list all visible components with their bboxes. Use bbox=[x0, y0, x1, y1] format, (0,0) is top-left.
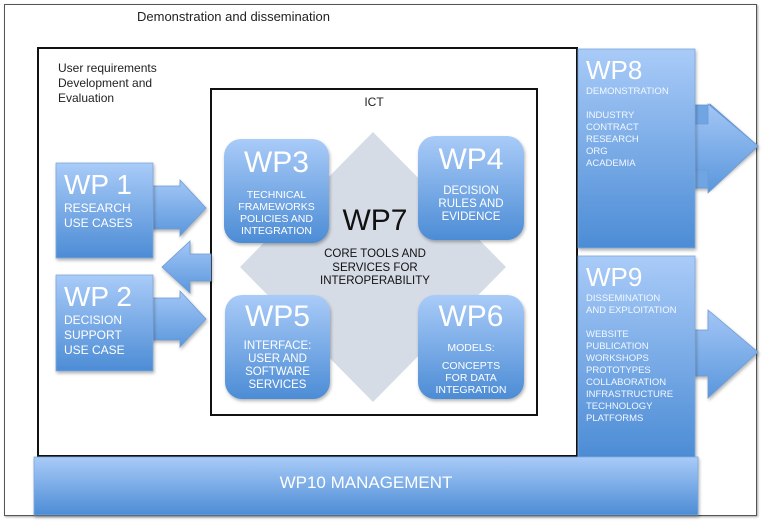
wp9-line: AND EXPLOITATION bbox=[586, 305, 677, 316]
wp3-line: TECHNICAL bbox=[246, 189, 307, 201]
wp5-box bbox=[225, 295, 330, 399]
wp9-box bbox=[577, 255, 696, 458]
wp3-line: FRAMEWORKS bbox=[238, 201, 315, 213]
wp9-description: DISSEMINATION AND EXPLOITATION WEBSITE P… bbox=[586, 293, 694, 425]
wp9-line: INFRASTRUCTURE bbox=[586, 389, 674, 400]
wp4-box bbox=[418, 136, 524, 240]
wp4-line: EVIDENCE bbox=[441, 211, 501, 223]
wp6-description: MODELS: CONCEPTS FOR DATA INTEGRATION bbox=[418, 342, 524, 396]
wp8-line: ACADEMIA bbox=[586, 158, 636, 169]
feedback-arrow-left bbox=[161, 240, 212, 294]
wp8-line: ORG bbox=[586, 146, 608, 157]
wp8-description: DEMONSTRATION INDUSTRY CONTRACT RESEARCH… bbox=[586, 86, 694, 170]
wp9-spacer bbox=[586, 317, 694, 329]
wp3-box bbox=[224, 139, 329, 243]
outer-frame-label: Demonstration and dissemination bbox=[137, 9, 330, 24]
wp8-spacer bbox=[586, 98, 694, 110]
wp8-line: RESEARCH bbox=[586, 134, 639, 145]
wp7-description: CORE TOOLS AND SERVICES FOR INTEROPERABI… bbox=[300, 248, 450, 289]
wp4-title: WP4 bbox=[438, 143, 504, 176]
wp5-description: INTERFACE: USER AND SOFTWARE SERVICES bbox=[225, 340, 330, 392]
wp5: WP5 INTERFACE: USER AND SOFTWARE SERVICE… bbox=[225, 301, 330, 392]
wp2-line: USE CASE bbox=[64, 343, 125, 357]
wp6-line: MODELS: bbox=[447, 342, 495, 354]
wp1-line: USE CASES bbox=[64, 216, 133, 230]
wp6-line: CONCEPTS bbox=[441, 360, 501, 372]
wp6-line: INTEGRATION bbox=[435, 384, 507, 396]
wp7-line: SERVICES FOR bbox=[332, 261, 418, 274]
wp9-title: WP9 bbox=[586, 262, 643, 292]
wp1-box bbox=[55, 162, 154, 259]
wp4-line: RULES AND bbox=[438, 198, 504, 210]
wp1-description: RESEARCH USE CASES bbox=[64, 201, 154, 231]
wp9: WP9 DISSEMINATION AND EXPLOITATION WEBSI… bbox=[586, 263, 694, 425]
wp2-title: WP 2 bbox=[64, 281, 132, 312]
wp9-line: PUBLICATION bbox=[586, 341, 649, 352]
wp9-line: COLLABORATION bbox=[586, 377, 667, 388]
wp2-box bbox=[55, 274, 154, 372]
middle-label-line: User requirements bbox=[58, 61, 157, 75]
wp6-title: WP6 bbox=[438, 300, 504, 333]
wp4: WP4 DECISION RULES AND EVIDENCE bbox=[418, 144, 524, 224]
wp10-title: WP10 MANAGEMENT bbox=[279, 473, 453, 492]
wp5-title: WP5 bbox=[244, 300, 310, 333]
wp3: WP3 TECHNICAL FRAMEWORKS POLICIES AND IN… bbox=[224, 146, 329, 238]
wp3-description: TECHNICAL FRAMEWORKS POLICIES AND INTEGR… bbox=[224, 189, 329, 237]
wp5-line: INTERFACE: bbox=[243, 340, 312, 352]
wp1-arrow bbox=[149, 178, 207, 238]
middle-frame-label: User requirements Development and Evalua… bbox=[58, 61, 157, 106]
wp7-title: WP7 bbox=[342, 204, 408, 237]
wp8: WP8 DEMONSTRATION INDUSTRY CONTRACT RESE… bbox=[586, 56, 694, 170]
wp9-arrow-head bbox=[689, 309, 759, 399]
wp6-box bbox=[418, 295, 524, 399]
wp8-line: DEMONSTRATION bbox=[586, 86, 669, 97]
wp4-description: DECISION RULES AND EVIDENCE bbox=[418, 185, 524, 224]
middle-label-line: Evaluation bbox=[58, 91, 115, 105]
wp4-line: DECISION bbox=[443, 185, 499, 197]
wp7-line: CORE TOOLS AND bbox=[324, 248, 426, 260]
wp9-line: WEBSITE bbox=[586, 329, 629, 340]
wp8-line: CONTRACT bbox=[586, 122, 639, 133]
wp2-description: DECISION SUPPORT USE CASE bbox=[64, 313, 154, 358]
wp8-title: WP8 bbox=[586, 55, 643, 85]
wp9-line: TECHNOLOGY bbox=[586, 401, 653, 412]
wp5-line: SOFTWARE bbox=[245, 366, 310, 378]
wp5-line: USER AND bbox=[248, 353, 307, 365]
wp1: WP 1 RESEARCH USE CASES bbox=[64, 170, 154, 231]
wp2-line: DECISION bbox=[64, 313, 123, 327]
middle-label-line: Development and bbox=[58, 76, 153, 90]
wp8-line: INDUSTRY bbox=[586, 110, 635, 121]
wp8-arrow-head bbox=[689, 103, 759, 194]
wp2-line: SUPPORT bbox=[64, 328, 122, 342]
wp8-box bbox=[577, 48, 696, 249]
wp1-title: WP 1 bbox=[64, 169, 132, 200]
ict-frame-label: ICT bbox=[364, 95, 384, 109]
wp3-line: INTEGRATION bbox=[241, 225, 312, 237]
wp9-line: PROTOTYPES bbox=[586, 365, 651, 376]
wp10-bar bbox=[33, 456, 699, 516]
wp9-line: PLATFORMS bbox=[586, 413, 644, 424]
wp6-line: FOR DATA bbox=[445, 372, 497, 384]
wp2: WP 2 DECISION SUPPORT USE CASE bbox=[64, 282, 154, 358]
wp9-line: WORKSHOPS bbox=[586, 353, 649, 364]
wp7-line: INTEROPERABILITY bbox=[320, 275, 430, 287]
wp9-line: DISSEMINATION bbox=[586, 293, 661, 304]
wp3-line: POLICIES AND bbox=[240, 213, 313, 225]
wp1-line: RESEARCH bbox=[64, 201, 131, 215]
wp3-title: WP3 bbox=[243, 146, 309, 179]
wp5-line: SERVICES bbox=[248, 379, 307, 391]
wp6: WP6 MODELS: CONCEPTS FOR DATA INTEGRATIO… bbox=[418, 300, 524, 397]
wp2-arrow bbox=[149, 289, 207, 349]
